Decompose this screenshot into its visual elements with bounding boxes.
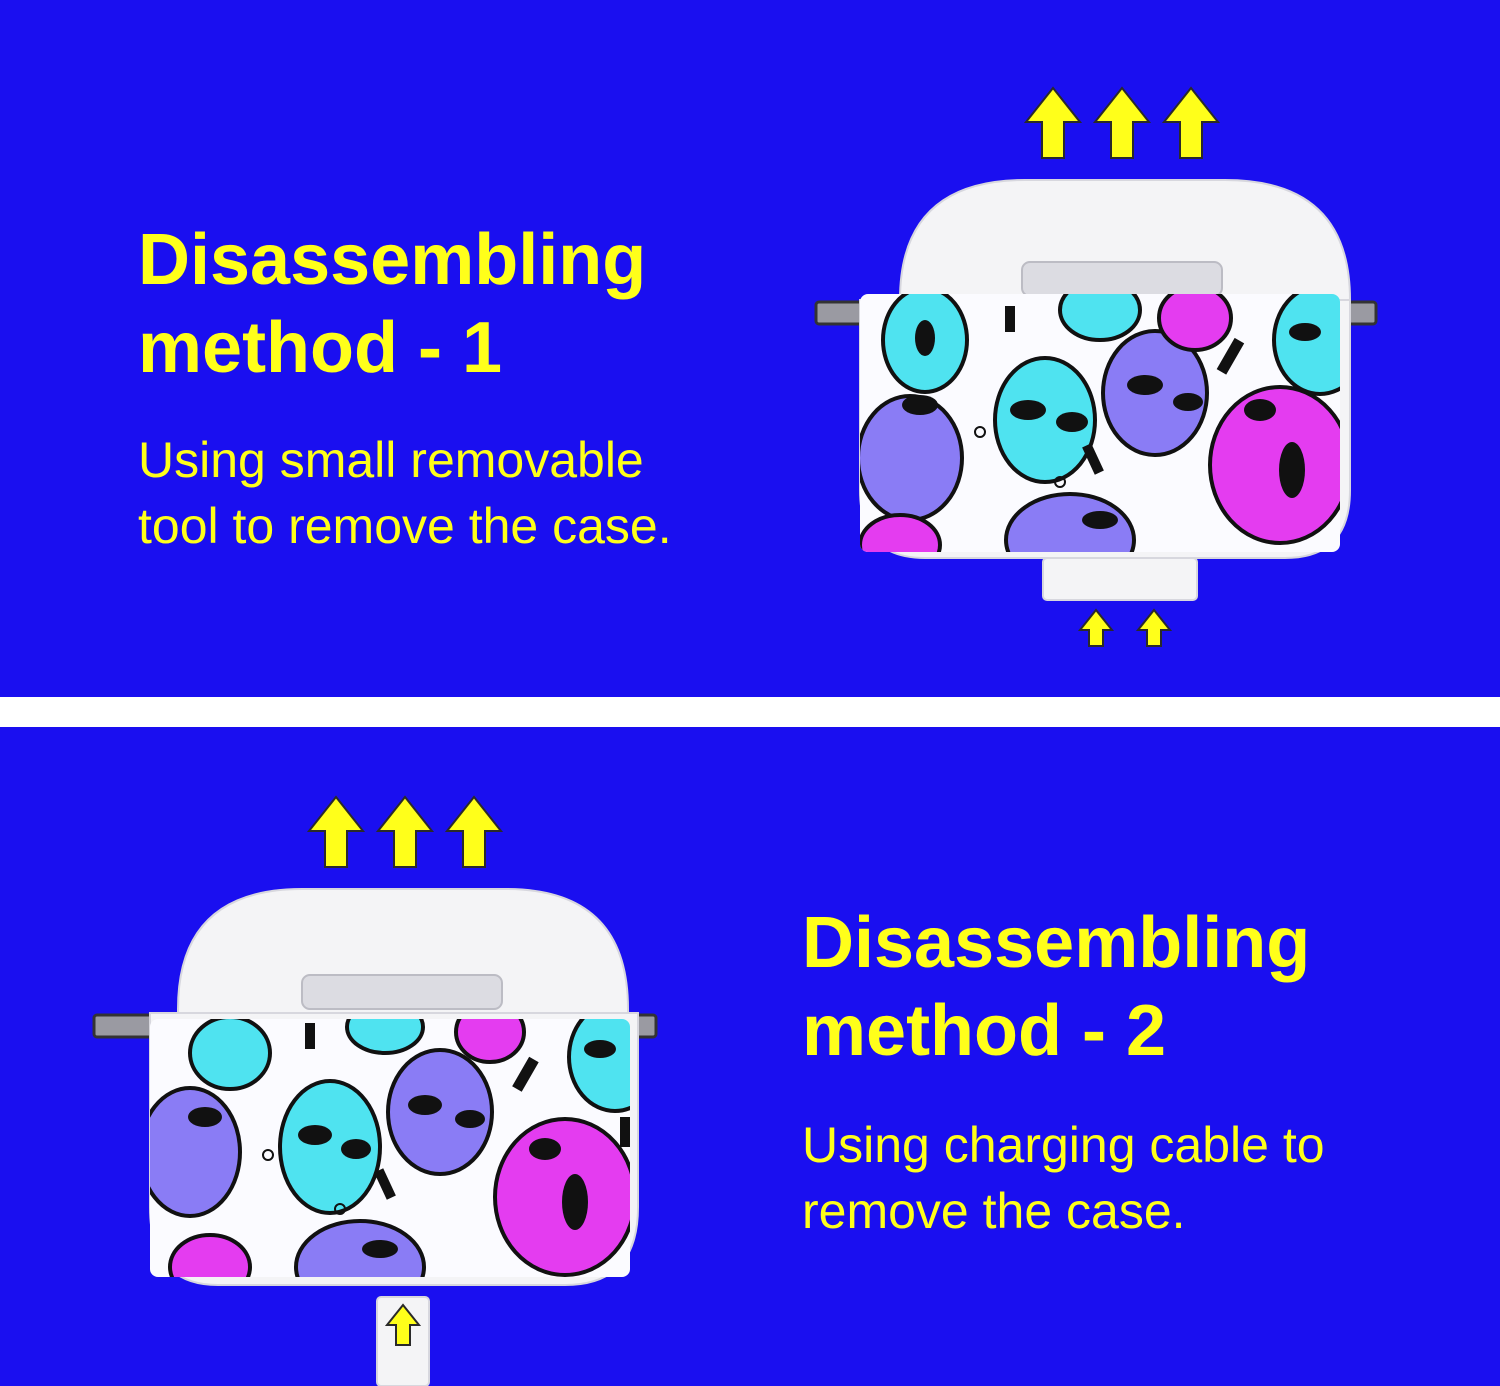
method-2-heading: Disassembling method - 2 (802, 899, 1310, 1075)
method-1-description-line-1: Using small removable (138, 432, 644, 488)
method-2-description-line-2: remove the case. (802, 1183, 1186, 1239)
tool-insert-icon (1042, 557, 1198, 601)
method-2-heading-line-2: method - 2 (802, 991, 1167, 1071)
case-illustration (814, 179, 1378, 559)
up-arrow-icon (1092, 86, 1152, 159)
up-arrow-icon (306, 795, 366, 868)
up-arrow-icon (1161, 86, 1221, 159)
earbud-case-illustration-method-2 (92, 795, 658, 1386)
up-arrow-icon (444, 795, 504, 868)
earbud-case-illustration-method-1 (814, 86, 1378, 647)
up-arrow-icon (1077, 608, 1115, 647)
method-2-panel: Disassembling method - 2 Using charging … (0, 727, 1500, 1386)
method-1-heading-line-2: method - 1 (138, 308, 503, 388)
method-1-heading-line-1: Disassembling (138, 220, 647, 300)
up-arrow-icon (1135, 608, 1173, 647)
method-1-panel: Disassembling method - 1 Using small rem… (0, 0, 1500, 697)
up-arrow-icon (375, 795, 435, 868)
method-2-description: Using charging cable to remove the case. (802, 1112, 1325, 1244)
charging-cable-icon (376, 1296, 430, 1386)
up-arrow-icon (1023, 86, 1083, 159)
method-1-description-line-2: tool to remove the case. (138, 498, 672, 554)
case-illustration (92, 888, 658, 1286)
method-1-heading: Disassembling method - 1 (138, 216, 646, 392)
method-2-heading-line-1: Disassembling (802, 903, 1311, 983)
method-2-description-line-1: Using charging cable to (802, 1117, 1325, 1173)
method-1-description: Using small removable tool to remove the… (138, 427, 672, 559)
